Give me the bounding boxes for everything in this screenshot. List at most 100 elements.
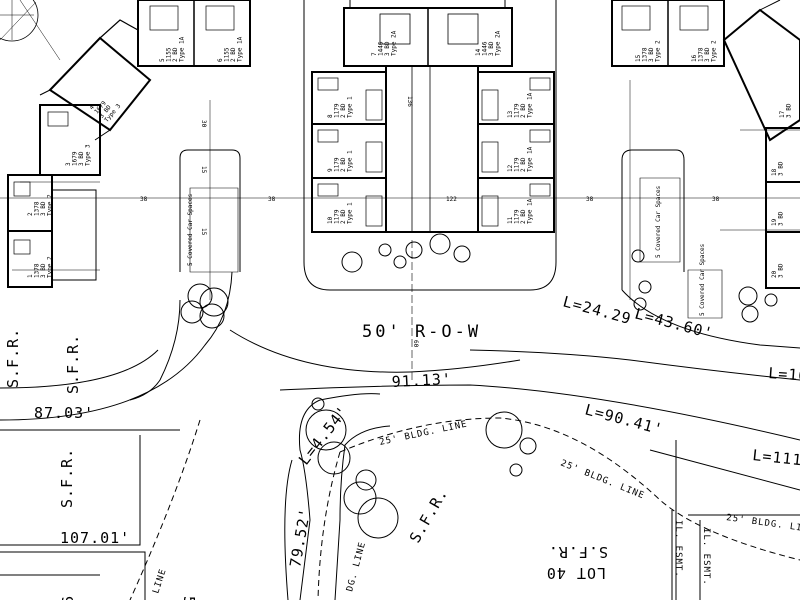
unit-label-line: 5 xyxy=(159,58,166,62)
bldg-line-far-right: 25' BLDG. LINE xyxy=(726,513,800,535)
arc-90-41: L=90.41' xyxy=(583,400,665,438)
unit-label: 1311792 BDType 1A xyxy=(507,92,534,118)
unit-label-line: 17 xyxy=(779,110,786,118)
unit-label: 811792 BDType 1 xyxy=(327,96,354,118)
unit-label: 173 BD xyxy=(779,103,793,118)
unit-label-line: Type 1A xyxy=(527,198,534,224)
unit-label-line: 2 BD xyxy=(172,47,179,62)
unit-label: 203 BD xyxy=(771,263,785,278)
covered-spaces-left: 5 Covered Car Spaces xyxy=(187,193,194,266)
bldg-line-left-curve: DG. LINE xyxy=(345,541,368,593)
unit-label-line: 1179 xyxy=(334,157,341,172)
unit-label-line: 20 xyxy=(771,270,778,278)
unit-label-line: 10 xyxy=(327,216,334,224)
svg-text:38: 38 xyxy=(140,196,148,203)
unit-label-line: Type 2 xyxy=(47,194,54,216)
unit-label-line: 13 xyxy=(507,110,514,118)
svg-text:38: 38 xyxy=(712,196,720,203)
unit-label-line: 3 BD xyxy=(648,47,655,62)
unit-label-line: Type 1A xyxy=(527,146,534,172)
unit-label: 714463 BDType 2A xyxy=(371,30,398,56)
unit-label-line: 12 xyxy=(507,164,514,172)
dim-91-13: 91.13' xyxy=(391,370,452,391)
unit-label-line: Type 1A xyxy=(179,36,186,62)
building-blocks xyxy=(7,0,800,289)
unit-label-line: 3 BD xyxy=(40,263,47,278)
dim-107-01: 107.01' xyxy=(60,529,130,547)
unit-label: 1513783 BDType 2 xyxy=(635,40,662,62)
unit-label-line: 14 xyxy=(475,48,482,56)
covered-spaces-right: 5 Covered Car Spaces xyxy=(655,185,662,258)
unit-label-line: 2 BD xyxy=(230,47,237,62)
unit-label: 911792 BDType 1 xyxy=(327,150,354,172)
unit-label-line: 1378 xyxy=(34,201,41,216)
sfr-label-4: S.F.R. xyxy=(406,485,452,546)
unit-label: 183 BD xyxy=(771,161,785,176)
dim-87-03: 87.03' xyxy=(34,404,94,422)
unit-label-line: 3 BD xyxy=(778,161,785,176)
dim-79-52: 79.52' xyxy=(286,506,314,568)
unit-label: 113783 BDType 2 xyxy=(27,256,54,278)
unit-label-line: Type 2 xyxy=(711,40,718,62)
unit-label-line: 1378 xyxy=(698,47,705,62)
svg-text:38: 38 xyxy=(586,196,594,203)
esmt-label-2: IL. ESMT. xyxy=(701,528,711,586)
unit-label-line: 7 xyxy=(371,52,378,56)
unit-label-line: 3 BD xyxy=(704,47,711,62)
unit-label-line: Type 2A xyxy=(495,30,502,56)
unit-label-line: 2 BD xyxy=(520,103,527,118)
unit-label-line: 3 BD xyxy=(78,151,85,166)
svg-text:15: 15 xyxy=(200,228,207,236)
unit-label-line: Type 2A xyxy=(391,30,398,56)
unit-label: 1414463 BDType 2A xyxy=(475,30,502,56)
unit-label-line: 3 xyxy=(65,162,72,166)
unit-label-line: 1446 xyxy=(482,41,489,56)
unit-label-line: 1446 xyxy=(378,41,385,56)
covered-parking-labels: 5 Covered Car Spaces 5 Covered Car Space… xyxy=(187,185,706,316)
unit-label-line: 2 BD xyxy=(520,157,527,172)
unit-label-line: 2 BD xyxy=(340,157,347,172)
sfr-label-3: S.F.R. xyxy=(58,448,76,508)
dimension-ticks: 136 122 38 38 38 38 30 15 15 60 xyxy=(140,96,720,348)
unit-label-line: 1179 xyxy=(334,103,341,118)
unit-label-line: Type 2 xyxy=(655,40,662,62)
svg-text:30: 30 xyxy=(200,120,207,128)
unit-label: 511552 BDType 1A xyxy=(159,36,186,62)
unit-label: 1211792 BDType 1A xyxy=(507,146,534,172)
unit-label-line: Type 1A xyxy=(527,92,534,118)
unit-label: 611552 BDType 1A xyxy=(217,36,244,62)
sfr-label-2: S.F.R. xyxy=(64,334,82,394)
unit-label-line: 1378 xyxy=(642,47,649,62)
tree-symbols xyxy=(0,0,778,539)
svg-text:122: 122 xyxy=(446,196,457,203)
unit-label-line: Type 1 xyxy=(347,150,354,172)
unit-label: 316793 BDType 3 xyxy=(65,144,92,166)
unit-label: 1011792 BDType 1 xyxy=(327,202,354,224)
unit-label-line: 1179 xyxy=(334,209,341,224)
unit-label-line: 1 xyxy=(27,274,34,278)
unit-label: 1111792 BDType 1A xyxy=(507,198,534,224)
unit-label-line: 19 xyxy=(771,218,778,226)
svg-text:15: 15 xyxy=(200,166,207,174)
unit-label-line: 18 xyxy=(771,168,778,176)
svg-text:38: 38 xyxy=(268,196,276,203)
unit-label-line: Type 2 xyxy=(47,256,54,278)
sfr-label-5: S.F.R. xyxy=(548,543,608,561)
sfr-label-1: S.F.R. xyxy=(4,328,22,388)
unit-label-line: 8 xyxy=(327,114,334,118)
unit-label-line: 1679 xyxy=(72,151,79,166)
arc-111: L=111 xyxy=(752,446,800,469)
unit-label-line: Type 1A xyxy=(237,36,244,62)
unit-label-line: 4 xyxy=(88,104,96,112)
unit-label-line: 3 BD xyxy=(778,211,785,226)
esmt-label-1: IL. ESMT. xyxy=(673,520,683,578)
unit-label-line: Type 1 xyxy=(347,96,354,118)
unit-label-line: 11 xyxy=(507,216,514,224)
unit-label-line: 3 BD xyxy=(40,201,47,216)
unit-label: 213783 BDType 2 xyxy=(27,194,54,216)
bldg-line-right: 25' BLDG. LINE xyxy=(559,459,646,502)
unit-label-line: 1179 xyxy=(514,103,521,118)
